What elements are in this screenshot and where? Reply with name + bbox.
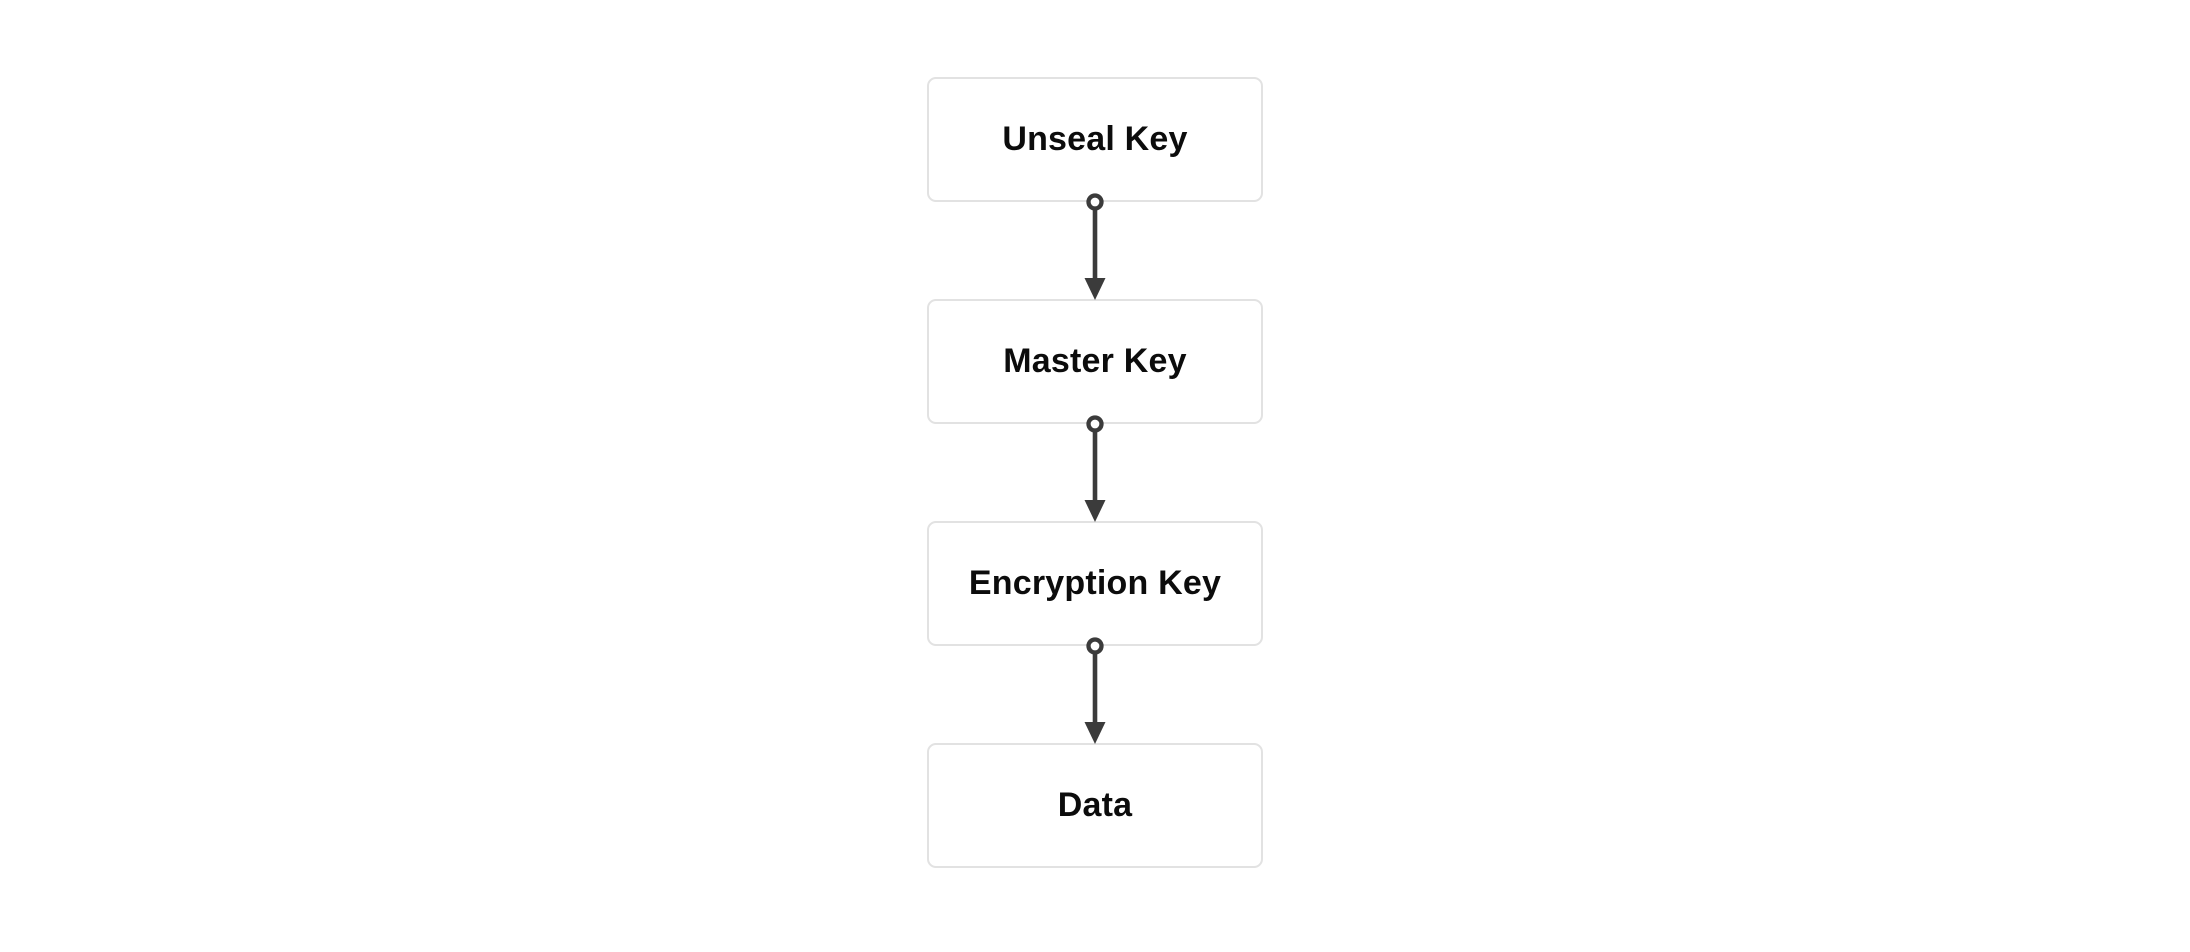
node-unseal-key: Unseal Key [927,77,1263,202]
node-label: Data [1057,786,1133,824]
node-master-key: Master Key [927,299,1263,424]
edge-master-to-encryption [927,415,1263,522]
edge-unseal-to-master [927,193,1263,300]
node-label: Unseal Key [1002,120,1188,158]
node-encryption-key: Encryption Key [927,521,1263,646]
node-label: Master Key [1003,342,1187,380]
edge-origin-ring-icon [1086,637,1104,655]
node-label: Encryption Key [968,564,1222,602]
arrow-down-icon [1084,415,1106,522]
flowchart: Unseal Key Master Key Encryption Key [927,77,1263,868]
edge-encryption-to-data [927,637,1263,744]
edge-origin-ring-icon [1086,415,1104,433]
arrow-down-icon [1084,193,1106,300]
edge-origin-ring-icon [1086,193,1104,211]
node-data: Data [927,743,1263,868]
arrow-down-icon [1084,637,1106,744]
